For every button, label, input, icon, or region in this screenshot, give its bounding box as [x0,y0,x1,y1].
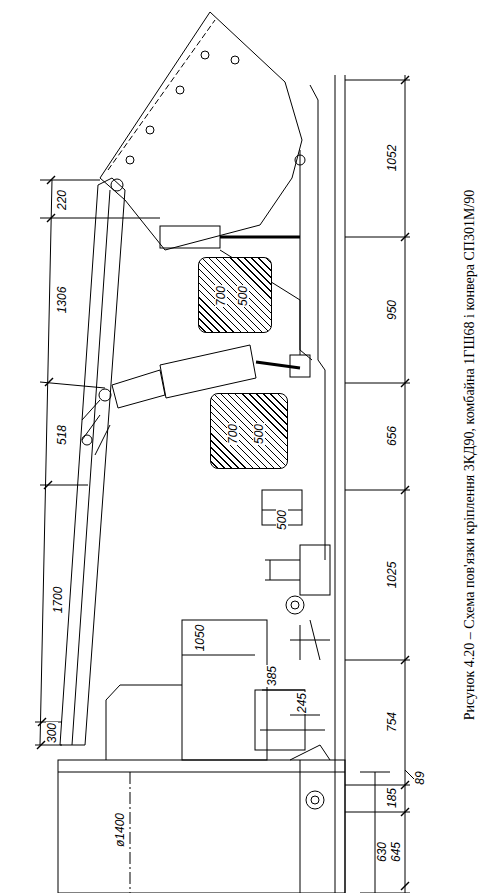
dimension-text: 630 [376,841,388,863]
dimension-text: 518 [56,424,68,446]
dimension-text: 754 [386,711,398,733]
dimension-text: 300 [46,722,58,744]
dimension-text: 700 [227,423,239,445]
dimension-text: 700 [215,285,227,307]
dimension-text: 220 [56,189,68,211]
dimension-text: 500 [237,285,249,307]
figure-caption: Рисунок 4.20 – Схема пов'язки кріплення … [463,189,477,722]
dimension-text: 656 [386,425,398,447]
dimension-text: 1025 [386,561,398,590]
dimension-text: 89 [414,770,426,785]
dimension-text: 185 [386,787,398,809]
dimension-text: 245 [296,692,308,714]
dimension-text: 950 [386,299,398,321]
dimension-text: 500 [253,423,265,445]
dimension-text: 385 [266,665,278,687]
dimension-text: 1306 [56,286,68,315]
dimension-text: 1050 [194,624,206,653]
hatched-zone: 700 500 [198,257,272,333]
dimension-text: 645 [390,841,402,863]
dimension-text: 1700 [52,586,64,615]
hatched-zone: 700 500 [210,393,288,469]
dimension-text: 500 [276,509,288,531]
dimension-text: ø1400 [114,812,126,848]
dimension-text: 1052 [386,144,398,173]
